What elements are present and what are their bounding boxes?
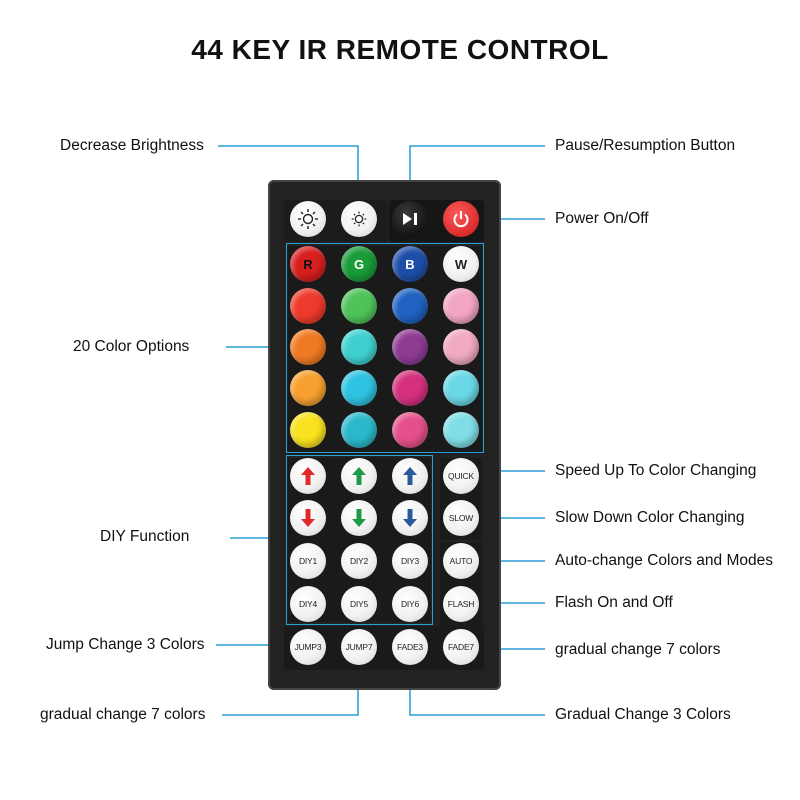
label-quick: Speed Up To Color Changing (555, 462, 757, 479)
blue-down-button[interactable] (392, 500, 428, 536)
fade7-button[interactable]: FADE7 (443, 629, 479, 665)
label-pause: Pause/Resumption Button (555, 137, 736, 154)
diy3-label: DIY3 (400, 556, 420, 566)
brightness-down-button[interactable] (341, 201, 377, 237)
label-jump7: gradual change 7 colors (40, 706, 206, 723)
diy4-button[interactable]: DIY4 (290, 586, 326, 622)
color-button-3-3[interactable] (392, 370, 428, 406)
color-button-3-4[interactable] (443, 370, 479, 406)
color-button-1-2[interactable] (341, 288, 377, 324)
color-button-2-4[interactable] (443, 329, 479, 365)
page-title: 44 KEY IR REMOTE CONTROL (191, 34, 609, 65)
diy2-button[interactable]: DIY2 (341, 543, 377, 579)
diy6-label: DIY6 (400, 599, 420, 609)
blue-up-arrow-icon (403, 467, 417, 485)
play-pause-icon (403, 213, 417, 225)
diy6-button[interactable]: DIY6 (392, 586, 428, 622)
green-up-button[interactable] (341, 458, 377, 494)
fade3-label: FADE3 (397, 642, 423, 652)
play-pause-button[interactable] (392, 201, 428, 237)
slow-label: SLOW (448, 513, 474, 523)
color-label-g: G (353, 256, 365, 272)
quick-label: QUICK (448, 471, 474, 481)
label-jump3: Jump Change 3 Colors (46, 636, 205, 653)
color-button-w[interactable]: W (443, 246, 479, 282)
color-button-3-2[interactable] (341, 370, 377, 406)
flash-button[interactable]: FLASH (443, 586, 479, 622)
diy3-button[interactable]: DIY3 (392, 543, 428, 579)
color-button-2-1[interactable] (290, 329, 326, 365)
label-decrease-brightness: Decrease Brightness (60, 137, 204, 154)
jump7-label: JUMP7 (345, 642, 373, 652)
color-button-1-1[interactable] (290, 288, 326, 324)
label-slow: Slow Down Color Changing (555, 509, 745, 526)
color-button-r[interactable]: R (290, 246, 326, 282)
diy2-label: DIY2 (349, 556, 369, 566)
label-diy-function: DIY Function (100, 528, 190, 545)
label-fade3: Gradual Change 3 Colors (555, 706, 731, 723)
label-flash: Flash On and Off (555, 594, 673, 611)
color-button-4-4[interactable] (443, 412, 479, 448)
jump3-button[interactable]: JUMP3 (290, 629, 326, 665)
quick-button[interactable]: QUICK (443, 458, 479, 494)
red-up-arrow-icon (301, 467, 315, 485)
label-fade7: gradual change 7 colors (555, 641, 721, 658)
color-label-b: B (405, 256, 415, 272)
diy5-button[interactable]: DIY5 (341, 586, 377, 622)
fade7-label: FADE7 (448, 642, 474, 652)
label-color-options: 20 Color Options (73, 338, 190, 355)
flash-label: FLASH (447, 599, 475, 609)
power-button[interactable] (443, 201, 479, 237)
auto-button[interactable]: AUTO (443, 543, 479, 579)
color-button-b[interactable]: B (392, 246, 428, 282)
slow-button[interactable]: SLOW (443, 500, 479, 536)
jump7-button[interactable]: JUMP7 (341, 629, 377, 665)
color-button-1-3[interactable] (392, 288, 428, 324)
color-label-r: R (303, 256, 313, 272)
color-button-2-3[interactable] (392, 329, 428, 365)
color-button-4-1[interactable] (290, 412, 326, 448)
color-button-1-4[interactable] (443, 288, 479, 324)
brightness-up-icon (298, 209, 318, 229)
label-auto: Auto-change Colors and Modes (555, 552, 773, 569)
auto-label: AUTO (449, 556, 473, 566)
color-label-w: W (454, 256, 468, 272)
diy5-label: DIY5 (349, 599, 369, 609)
red-down-button[interactable] (290, 500, 326, 536)
color-button-3-1[interactable] (290, 370, 326, 406)
label-power: Power On/Off (555, 210, 649, 227)
brightness-down-icon (351, 211, 367, 227)
diy1-button[interactable]: DIY1 (290, 543, 326, 579)
diy1-label: DIY1 (298, 556, 318, 566)
green-up-arrow-icon (352, 467, 366, 485)
red-down-arrow-icon (301, 509, 315, 527)
color-button-4-2[interactable] (341, 412, 377, 448)
color-button-2-2[interactable] (341, 329, 377, 365)
blue-down-arrow-icon (403, 509, 417, 527)
brightness-up-button[interactable] (290, 201, 326, 237)
jump3-label: JUMP3 (294, 642, 322, 652)
blue-up-button[interactable] (392, 458, 428, 494)
fade3-button[interactable]: FADE3 (392, 629, 428, 665)
power-icon (453, 211, 469, 228)
color-button-4-3[interactable] (392, 412, 428, 448)
green-down-button[interactable] (341, 500, 377, 536)
color-button-g[interactable]: G (341, 246, 377, 282)
green-down-arrow-icon (352, 509, 366, 527)
red-up-button[interactable] (290, 458, 326, 494)
diy4-label: DIY4 (298, 599, 318, 609)
